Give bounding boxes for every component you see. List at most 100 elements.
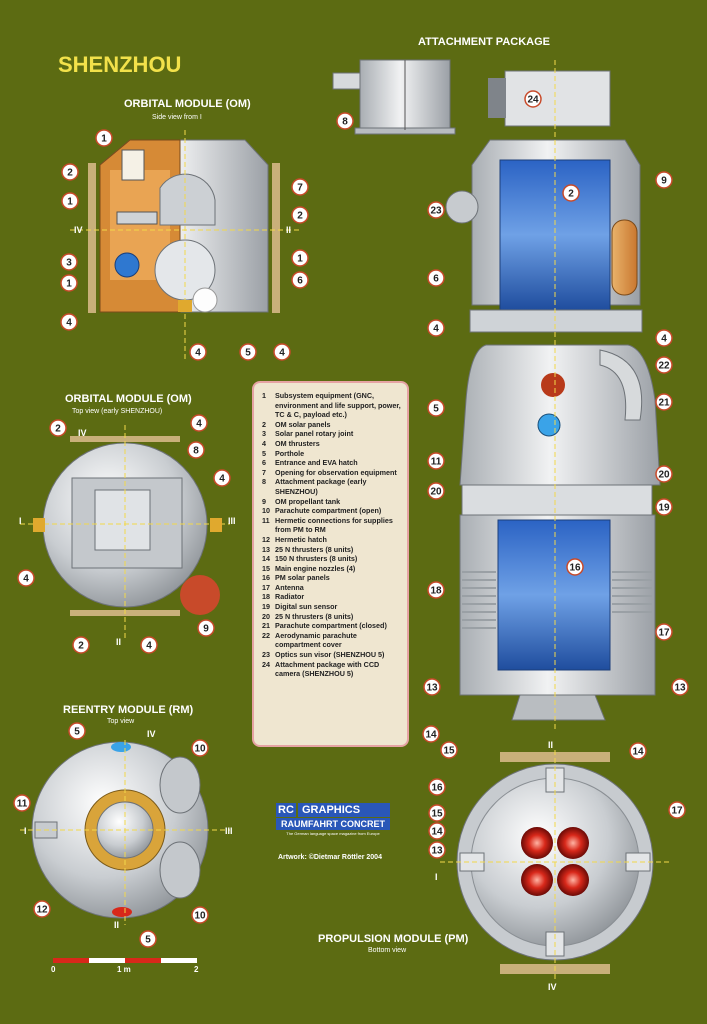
rm-porthole-top [111, 742, 131, 752]
callout-23: 23 [427, 201, 445, 219]
legend-item-number: 13 [262, 544, 270, 554]
legend-item-number: 4 [262, 438, 266, 448]
callout-circle [60, 313, 78, 331]
callout-circle [562, 184, 580, 202]
scale-zero: 0 [51, 965, 56, 974]
callout-number: 4 [146, 641, 152, 652]
callout-2: 2 [61, 163, 79, 181]
legend-item-text: 25 N thrusters (8 units) [275, 544, 354, 554]
om-propellant-tank [611, 219, 638, 296]
callout-number: 14 [632, 747, 644, 758]
pm-heading: PROPULSION MODULE (PM) [318, 933, 469, 945]
rm-axis-iv: IV [147, 729, 156, 739]
callout-5: 5 [427, 399, 445, 417]
callout-8: 8 [336, 112, 354, 130]
callout-circle [655, 623, 673, 641]
callout-number: 13 [674, 683, 686, 694]
callout-circle [60, 253, 78, 271]
attachment-package-view [332, 59, 456, 135]
om-top-panel-upper [70, 436, 180, 442]
callout-circle [427, 201, 445, 219]
pm-upper-ring [461, 484, 653, 516]
om-top-thruster-left [33, 518, 45, 532]
callout-circle [191, 906, 209, 924]
callout-4: 4 [427, 319, 445, 337]
callout-number: 4 [23, 574, 29, 585]
callout-circle [189, 343, 207, 361]
rm-parachute-upper [159, 756, 201, 814]
legend-item-number: 17 [262, 582, 270, 592]
callout-9: 9 [197, 619, 215, 637]
om-side-axis-iv: IV [74, 225, 83, 235]
legend-item-number: 24 [262, 659, 270, 669]
callout-number: 18 [430, 586, 442, 597]
callout-circle [428, 822, 446, 840]
callout-circle [17, 569, 35, 587]
callout-24: 24 [524, 90, 542, 108]
legend-item-text: Opening for observation equipment [275, 467, 397, 477]
om-rm-ring [469, 309, 643, 333]
pm-solar-panel [497, 519, 611, 671]
scale-end: 2 [194, 965, 199, 974]
callout-number: 12 [36, 905, 48, 916]
callout-3: 3 [60, 253, 78, 271]
ccd-optic [488, 78, 506, 118]
om-top-subheading: Top view (early SHENZHOU) [72, 408, 162, 415]
callout-circle [187, 441, 205, 459]
om-solar-panel-right [272, 163, 280, 313]
om-side-heading: ORBITAL MODULE (OM) [124, 98, 251, 110]
observation-opening [159, 173, 216, 226]
callout-circle [655, 498, 673, 516]
callout-circle [655, 465, 673, 483]
callout-4: 4 [60, 313, 78, 331]
legend-item-text: Attachment package (early SHENZHOU) [275, 477, 367, 496]
callout-11: 11 [13, 794, 31, 812]
callout-circle [191, 739, 209, 757]
legend-item-text: OM propellant tank [275, 496, 341, 506]
callout-circle [428, 778, 446, 796]
callout-circle [291, 271, 309, 289]
callout-circle [655, 393, 673, 411]
callout-1: 1 [61, 192, 79, 210]
callout-number: 2 [297, 211, 303, 222]
legend-item-number: 15 [262, 563, 270, 573]
callout-number: 14 [425, 730, 437, 741]
callout-number: 17 [658, 628, 670, 639]
rm-parachute-lower [159, 841, 201, 899]
callout-number: 2 [568, 189, 574, 200]
callout-circle [61, 192, 79, 210]
callout-21: 21 [655, 393, 673, 411]
rm-hatch-marker [541, 373, 565, 397]
om-top-thruster-right [210, 518, 222, 532]
callout-17: 17 [668, 801, 686, 819]
legend-item-text: PM solar panels [275, 573, 330, 583]
legend-item-number: 5 [262, 448, 266, 458]
callout-circle [427, 452, 445, 470]
om-side-view [70, 130, 300, 360]
pm-axis-ii: II [548, 740, 553, 750]
callout-circle [440, 741, 458, 759]
callout-10: 10 [191, 739, 209, 757]
legend-item-text: OM solar panels [275, 419, 331, 429]
scale-seg-1 [53, 958, 89, 963]
callout-2: 2 [291, 206, 309, 224]
callout-4: 4 [213, 469, 231, 487]
legend-item-text: Entrance and EVA hatch [275, 458, 358, 468]
om-thruster-side [178, 300, 192, 312]
legend-item-number: 20 [262, 611, 270, 621]
callout-circle [291, 249, 309, 267]
callout-number: 15 [431, 809, 443, 820]
reentry-module-side [459, 344, 661, 486]
